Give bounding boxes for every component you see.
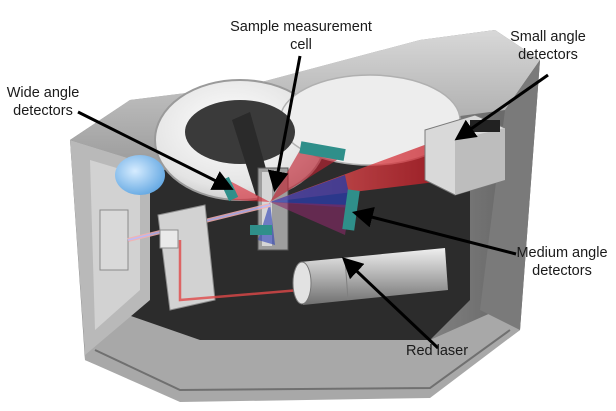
arrow-red-laser	[341, 257, 440, 350]
label-red-laser: Red laser	[405, 343, 469, 359]
annotation-arrows	[77, 55, 549, 350]
optics-block	[157, 204, 216, 311]
label-wide-angle-detectors: Wide angle detectors	[6, 85, 80, 119]
label-medium-angle-detectors: Medium angle detectors	[516, 245, 608, 279]
red-laser-tube	[292, 248, 448, 305]
arrow-sample-cell	[267, 55, 302, 193]
arrow-wide-angle	[77, 110, 234, 190]
laser-path	[178, 240, 301, 302]
label-sample-measurement-cell: Sample measurement cell	[230, 19, 372, 53]
small-angle-detector	[424, 114, 506, 196]
label-small-angle-detectors: Small angle detectors	[510, 29, 586, 63]
arrow-small-angle	[454, 73, 549, 141]
arrow-medium-angle	[351, 206, 517, 256]
